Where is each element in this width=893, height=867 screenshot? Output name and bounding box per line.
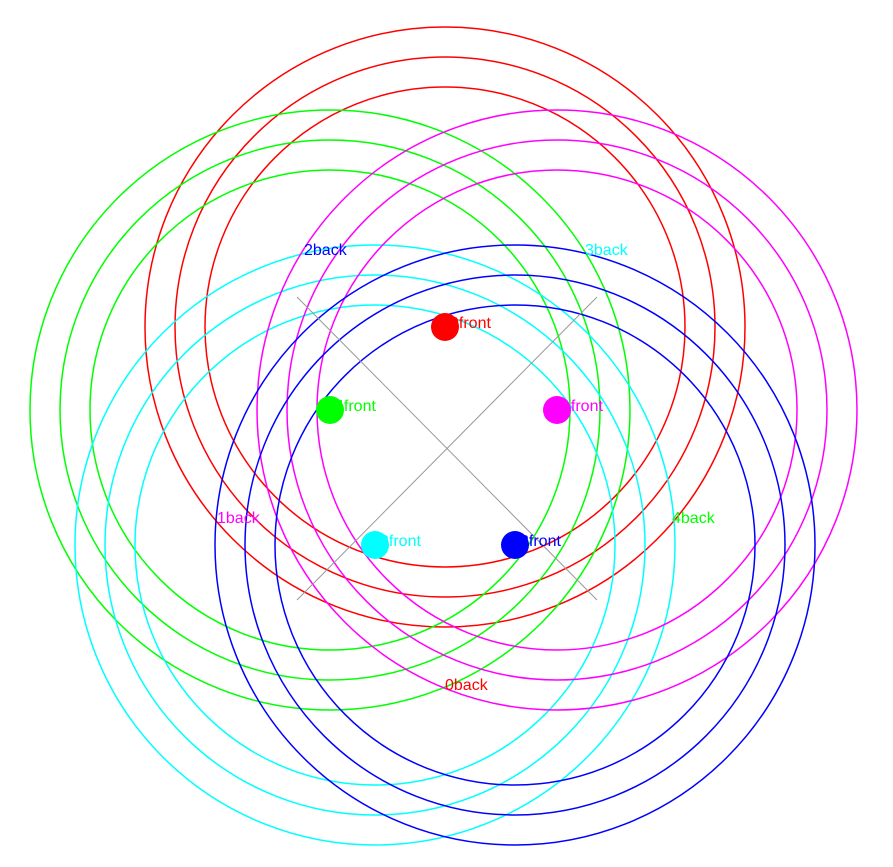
front-dot-0 [431,313,459,341]
front-label-2: 2front [520,533,561,550]
front-dot-4 [316,396,344,424]
ring-layer [29,26,858,846]
label-layer: 0front 0back 1front 1back 2front 2back 3front 3… [217,242,716,694]
axis-line-2 [296,296,598,601]
ring-0-3 [204,86,686,568]
back-label-2: 2back [304,242,348,259]
ring-0-2 [174,56,716,598]
front-dot-1 [543,396,571,424]
back-label-3: 3back [585,242,629,259]
front-label-0: 0front [450,315,491,332]
front-label-3: 3front [380,533,421,550]
ring-2-2 [244,274,786,816]
back-label-1: 1back [217,510,261,527]
ring-1-2 [286,139,828,681]
ring-2-1 [214,244,816,846]
front-label-4: 4front [335,398,376,415]
ring-1-1 [256,109,858,711]
ring-3-1 [74,244,676,846]
front-dot-3 [361,531,389,559]
front-dot-2 [501,531,529,559]
front-label-1: 1front [562,398,603,415]
ring-4-1 [29,109,631,711]
ring-3-2 [104,274,646,816]
back-label-0: 0back [445,677,489,694]
cross-axes [296,296,598,601]
ring-0-1 [144,26,746,628]
back-label-4: 4back [672,510,716,527]
ring-4-2 [59,139,601,681]
ring-3-3 [134,304,616,786]
ring-2-3 [274,304,756,786]
front-dot-layer [316,313,571,559]
